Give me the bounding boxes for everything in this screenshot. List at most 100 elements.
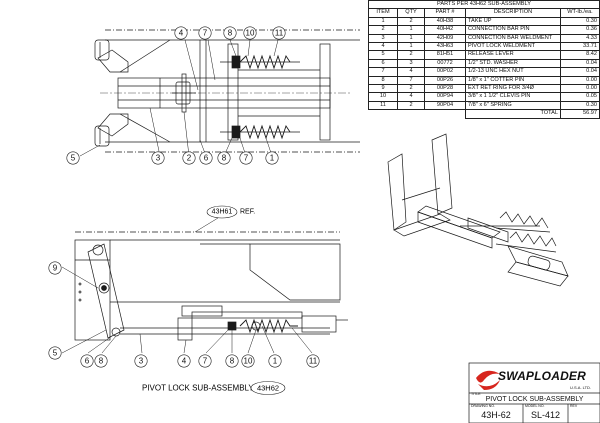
- balloon-side-10: 11: [309, 357, 318, 366]
- part-number-cell: 00P28: [424, 84, 466, 94]
- item-cell: 10: [368, 92, 398, 102]
- header-description: DESCRIPTION: [465, 8, 561, 18]
- balloon-top-0: 4: [179, 29, 184, 38]
- top-view-drawing: [94, 29, 360, 153]
- balloon-top-8: 6: [204, 154, 209, 163]
- part-number-cell: 90P04: [424, 100, 466, 111]
- balloon-top-6: 3: [156, 154, 161, 163]
- item-cell: 1: [368, 16, 398, 27]
- total-value: 56.97: [560, 109, 600, 119]
- view-caption: PIVOT LOCK SUB-ASSEMBLY 43H62: [142, 381, 286, 395]
- description-cell: CONNECTION BAR WELDMENT: [465, 33, 561, 44]
- description-cell: 1/8" x 1" COTTER PIN: [465, 75, 561, 86]
- parts-table: PARTS PER 43H62 SUB-ASSEMBLY ITEM QTY PA…: [368, 0, 600, 119]
- balloon-top-7: 2: [187, 154, 192, 163]
- part-number-cell: 00P26: [424, 75, 466, 86]
- balloon-side-0: 9: [53, 264, 58, 273]
- description-cell: 1/2" STD. WASHER: [465, 58, 561, 69]
- weight-cell: 0.36: [560, 25, 600, 35]
- balloon-top-11: 1: [270, 154, 275, 163]
- balloon-side-8: 10: [244, 357, 253, 366]
- qty-cell: 2: [397, 16, 425, 27]
- reference-label: 43H61: [212, 209, 233, 216]
- balloon-top-9: 8: [222, 154, 227, 163]
- balloon-side-7: 8: [230, 357, 235, 366]
- description-cell: PIVOT LOCK WELDMENT: [465, 42, 561, 52]
- model-number: SL-412: [530, 410, 561, 420]
- balloon-callouts: 4 7 8 10 11 5 3 2 6 8 7 1 9 5 6 8 3 4 7 …: [48, 26, 320, 368]
- part-number-cell: 00772: [424, 58, 466, 69]
- weight-cell: 0.04: [560, 67, 600, 77]
- qty-cell: 1: [397, 25, 425, 35]
- weight-cell: 0.00: [560, 75, 600, 86]
- balloon-top-5: 5: [71, 154, 76, 163]
- model-no-label: MODEL NO.: [525, 404, 545, 408]
- rev-label: REV: [570, 404, 578, 408]
- balloon-top-2: 8: [228, 29, 233, 38]
- description-cell: 7/8" x 6" SPRING: [465, 100, 561, 111]
- item-cell: 9: [368, 84, 398, 94]
- header-qty: QTY: [397, 8, 425, 18]
- total-label: TOTAL: [465, 109, 561, 119]
- balloon-top-1: 7: [203, 29, 208, 38]
- part-number-cell: 43H63: [424, 42, 466, 52]
- balloon-top-3: 10: [246, 29, 255, 38]
- balloon-side-2: 6: [85, 357, 90, 366]
- description-cell: CONNECTION BAR PIN: [465, 25, 561, 35]
- weight-cell: 4.33: [560, 33, 600, 44]
- header-item: ITEM: [368, 8, 398, 18]
- part-number-cell: 40H42: [424, 25, 466, 35]
- weight-cell: 8.42: [560, 50, 600, 60]
- item-cell: 4: [368, 42, 398, 52]
- part-number-cell: 81H51: [424, 50, 466, 60]
- title-label: TITLE: [471, 392, 481, 396]
- table-spacer: [369, 110, 466, 118]
- reference-callout: 43H61 REF.: [206, 205, 255, 219]
- part-number-cell: 00P02: [424, 67, 466, 77]
- qty-cell: 3: [397, 58, 425, 69]
- side-view-drawing: [74, 231, 348, 341]
- qty-cell: 7: [397, 75, 425, 86]
- isometric-view-drawing: [387, 133, 569, 287]
- qty-cell: 2: [397, 100, 425, 111]
- qty-cell: 1: [397, 42, 425, 52]
- balloon-side-4: 3: [139, 357, 144, 366]
- part-number-cell: 42H09: [424, 33, 466, 44]
- parts-table-title: PARTS PER 43H62 SUB-ASSEMBLY: [368, 0, 600, 10]
- weight-cell: 0.00: [560, 84, 600, 94]
- header-part: PART #: [424, 8, 466, 18]
- title-block-frame: [468, 362, 600, 423]
- item-cell: 11: [368, 100, 398, 111]
- swaploader-logo-mark: [476, 370, 500, 390]
- weight-cell: 0.05: [560, 92, 600, 102]
- brand-suffix: U.S.A. LTD.: [570, 385, 592, 390]
- caption-part-number: 43H62: [257, 384, 279, 393]
- description-cell: EXT RET RING FOR 3/4Ø: [465, 84, 561, 94]
- balloon-side-1: 5: [53, 349, 58, 358]
- description-cell: TAKE UP: [465, 16, 561, 27]
- brand-name: SWAPLOADER: [498, 369, 587, 383]
- qty-cell: 4: [397, 67, 425, 77]
- balloon-top-10: 7: [244, 154, 249, 163]
- item-cell: 7: [368, 67, 398, 77]
- description-cell: RELEASE LEVER: [465, 50, 561, 60]
- item-cell: 6: [368, 58, 398, 69]
- leader-lines: [61, 39, 313, 354]
- balloon-side-3: 8: [99, 357, 104, 366]
- weight-cell: 0.30: [560, 100, 600, 111]
- balloon-side-5: 4: [182, 357, 187, 366]
- header-weight: WT-lb./ea.: [560, 8, 600, 18]
- drawing-number: 43H-62: [481, 410, 511, 420]
- balloon-side-6: 7: [203, 357, 208, 366]
- qty-cell: 2: [397, 84, 425, 94]
